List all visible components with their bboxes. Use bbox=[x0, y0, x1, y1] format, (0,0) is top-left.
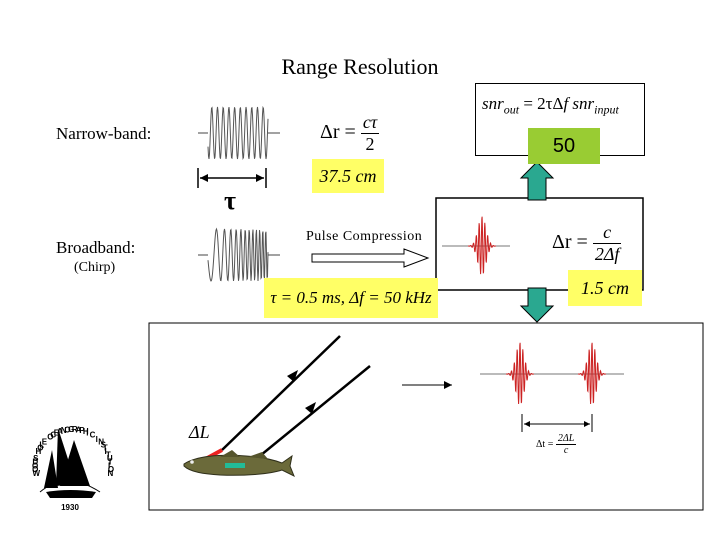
narrowband-resolution-value: 37.5 cm bbox=[312, 159, 384, 193]
snr-up-arrow bbox=[519, 161, 555, 201]
echo-arrow bbox=[402, 381, 452, 389]
tau-double-arrow bbox=[197, 168, 267, 188]
snr-equation-box: snrout = 2τΔf snrinput bbox=[475, 83, 645, 156]
compressed-pulse bbox=[442, 216, 510, 275]
narrowband-label: Narrow-band: bbox=[56, 124, 152, 143]
snr-equation: snrout = 2τΔf snrinput bbox=[482, 94, 619, 117]
tau-label: τ bbox=[224, 186, 236, 215]
svg-text:WOODS HOLE OCEANOGRAPHIC INSTI: WOODS HOLE OCEANOGRAPHIC INSTITUTION bbox=[32, 425, 114, 478]
pulse-compression-arrow bbox=[311, 248, 430, 268]
resolution-down-arrow bbox=[519, 287, 555, 323]
broadband-resolution-value: 1.5 cm bbox=[568, 270, 642, 306]
logo-year: 1930 bbox=[61, 503, 79, 512]
whoi-logo: WOODS HOLE OCEANOGRAPHIC INSTITUTION 193… bbox=[32, 425, 114, 512]
chirp-label: (Chirp) bbox=[74, 260, 116, 275]
echo-pulses bbox=[480, 342, 624, 405]
narrowband-waveform bbox=[198, 105, 280, 160]
page-title: Range Resolution bbox=[281, 54, 439, 79]
broadband-label: Broadband: bbox=[56, 238, 136, 257]
fish-icon bbox=[183, 450, 295, 478]
pulse-compression-label: Pulse Compression bbox=[306, 229, 423, 244]
pulse-parameters: τ = 0.5 ms, Δf = 50 kHz bbox=[264, 278, 438, 318]
snr-value-box: 50 bbox=[528, 128, 600, 164]
delta-t-arrow bbox=[521, 414, 593, 432]
fish-scene-frame bbox=[148, 322, 704, 511]
chirp-waveform bbox=[198, 227, 280, 282]
delta-l-label: ΔL bbox=[189, 422, 210, 442]
